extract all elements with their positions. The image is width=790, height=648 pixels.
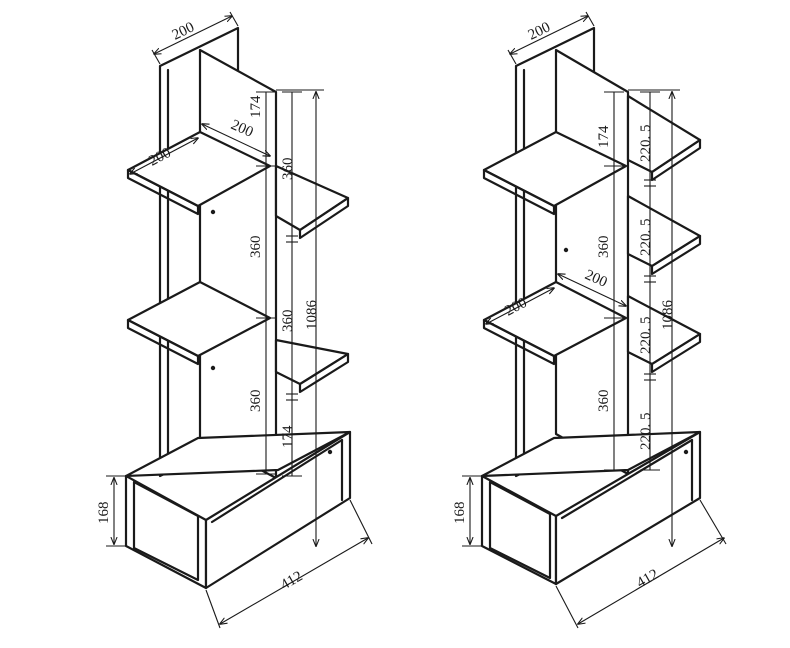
dim-base-width: 412 — [278, 568, 305, 593]
dim-total-height: 1086 — [660, 300, 676, 331]
dim-base-height: 168 — [96, 502, 112, 525]
dim-top-gap: 174 — [248, 95, 264, 118]
dim-gap-left-2: 360 — [596, 390, 612, 413]
dim-gap-right-1: 360 — [280, 158, 296, 181]
side-panel — [198, 48, 278, 480]
dim-gap-left-2: 360 — [248, 390, 264, 413]
dim-base-height: 168 — [452, 502, 468, 525]
dim-top-gap: 174 — [596, 125, 612, 148]
dim-bottom-gap: 174 — [280, 425, 296, 448]
dim-gap-right-2: 360 — [280, 310, 296, 333]
shelf-figure-right: 200 200 200 174 360 360 220. 5 220. 5 22… — [452, 11, 727, 629]
dim-top-width: 200 — [170, 19, 197, 43]
dim-gap-left-1: 360 — [596, 236, 612, 259]
dim-total-height: 1086 — [304, 300, 320, 331]
dim-top-width: 200 — [526, 19, 553, 43]
base-front — [124, 474, 208, 590]
side-panel — [554, 48, 630, 476]
dim-gap-left-1: 360 — [248, 236, 264, 259]
dim-right-gap-4: 220. 5 — [638, 413, 654, 451]
base-front — [480, 474, 558, 586]
dim-right-gap-1: 220. 5 — [638, 125, 654, 163]
dim-right-gap-2: 220. 5 — [638, 219, 654, 257]
dim-base-width: 412 — [634, 566, 661, 591]
shelf-figure-left: 200 200 200 174 360 360 360 360 174 1086 — [96, 11, 373, 629]
dim-right-gap-3: 220. 5 — [638, 317, 654, 355]
